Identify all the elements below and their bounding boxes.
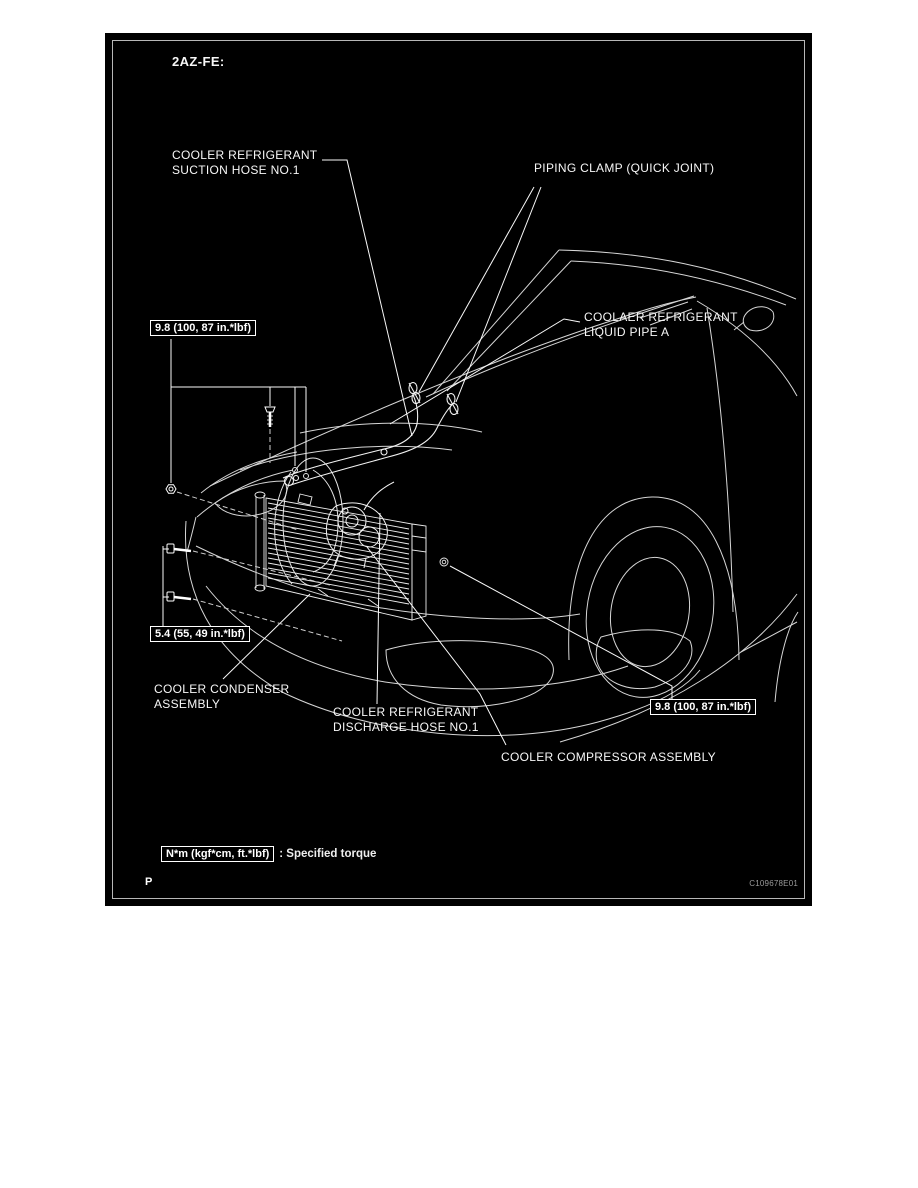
- figure-frame: 2AZ-FE: COOLER REFRIGERANT SUCTION HOSE …: [105, 33, 812, 906]
- nut-icon: [165, 484, 177, 494]
- figure-code: C109678E01: [749, 879, 798, 888]
- label-condenser-line1: COOLER CONDENSER: [154, 682, 290, 696]
- compressor-art: [325, 502, 388, 569]
- torque-spec-upper-left: 9.8 (100, 87 in.*lbf): [150, 320, 256, 336]
- label-suction-hose-line2: SUCTION HOSE NO.1: [172, 163, 300, 177]
- label-piping-clamp: PIPING CLAMP (QUICK JOINT): [534, 161, 715, 175]
- torque-legend: N*m (kgf*cm, ft.*lbf) : Specified torque: [161, 846, 376, 862]
- bolt-icon-left-1: [166, 543, 192, 554]
- label-compressor: COOLER COMPRESSOR ASSEMBLY: [501, 750, 716, 764]
- hidden-bolt-paths: [176, 429, 343, 642]
- piping-clamp-icon: [408, 381, 459, 416]
- label-liquid-pipe: COOLAER REFRIGERANT LIQUID PIPE A: [584, 310, 738, 340]
- torque-legend-box: N*m (kgf*cm, ft.*lbf): [161, 846, 275, 862]
- vehicle-line-art: [162, 159, 799, 746]
- label-suction-hose: COOLER REFRIGERANT SUCTION HOSE NO.1: [172, 148, 317, 178]
- bolt-icon-left-2: [166, 591, 192, 602]
- bolt-icon-top: [264, 406, 276, 427]
- torque-spec-right: 9.8 (100, 87 in.*lbf): [650, 699, 756, 715]
- bolt-icons: [165, 406, 276, 602]
- torque-legend-description: : Specified torque: [279, 848, 377, 860]
- engine-code-label: 2AZ-FE:: [172, 54, 225, 69]
- leader-lines: [162, 159, 673, 746]
- pipes-art: [282, 381, 459, 511]
- label-discharge-hose-line2: DISCHARGE HOSE NO.1: [333, 720, 479, 734]
- condenser-art: [254, 491, 449, 621]
- page-marker: P: [145, 876, 153, 888]
- label-liquid-pipe-line2: LIQUID PIPE A: [584, 325, 670, 339]
- car-outline: [184, 249, 799, 743]
- label-suction-hose-line1: COOLER REFRIGERANT: [172, 148, 318, 162]
- label-liquid-pipe-line1: COOLAER REFRIGERANT: [584, 310, 738, 324]
- torque-spec-lower-left: 5.4 (55, 49 in.*lbf): [150, 626, 250, 642]
- label-condenser-line2: ASSEMBLY: [154, 697, 221, 711]
- label-discharge-hose-line1: COOLER REFRIGERANT: [333, 705, 479, 719]
- label-discharge-hose: COOLER REFRIGERANT DISCHARGE HOSE NO.1: [333, 705, 479, 735]
- label-condenser: COOLER CONDENSER ASSEMBLY: [154, 682, 290, 712]
